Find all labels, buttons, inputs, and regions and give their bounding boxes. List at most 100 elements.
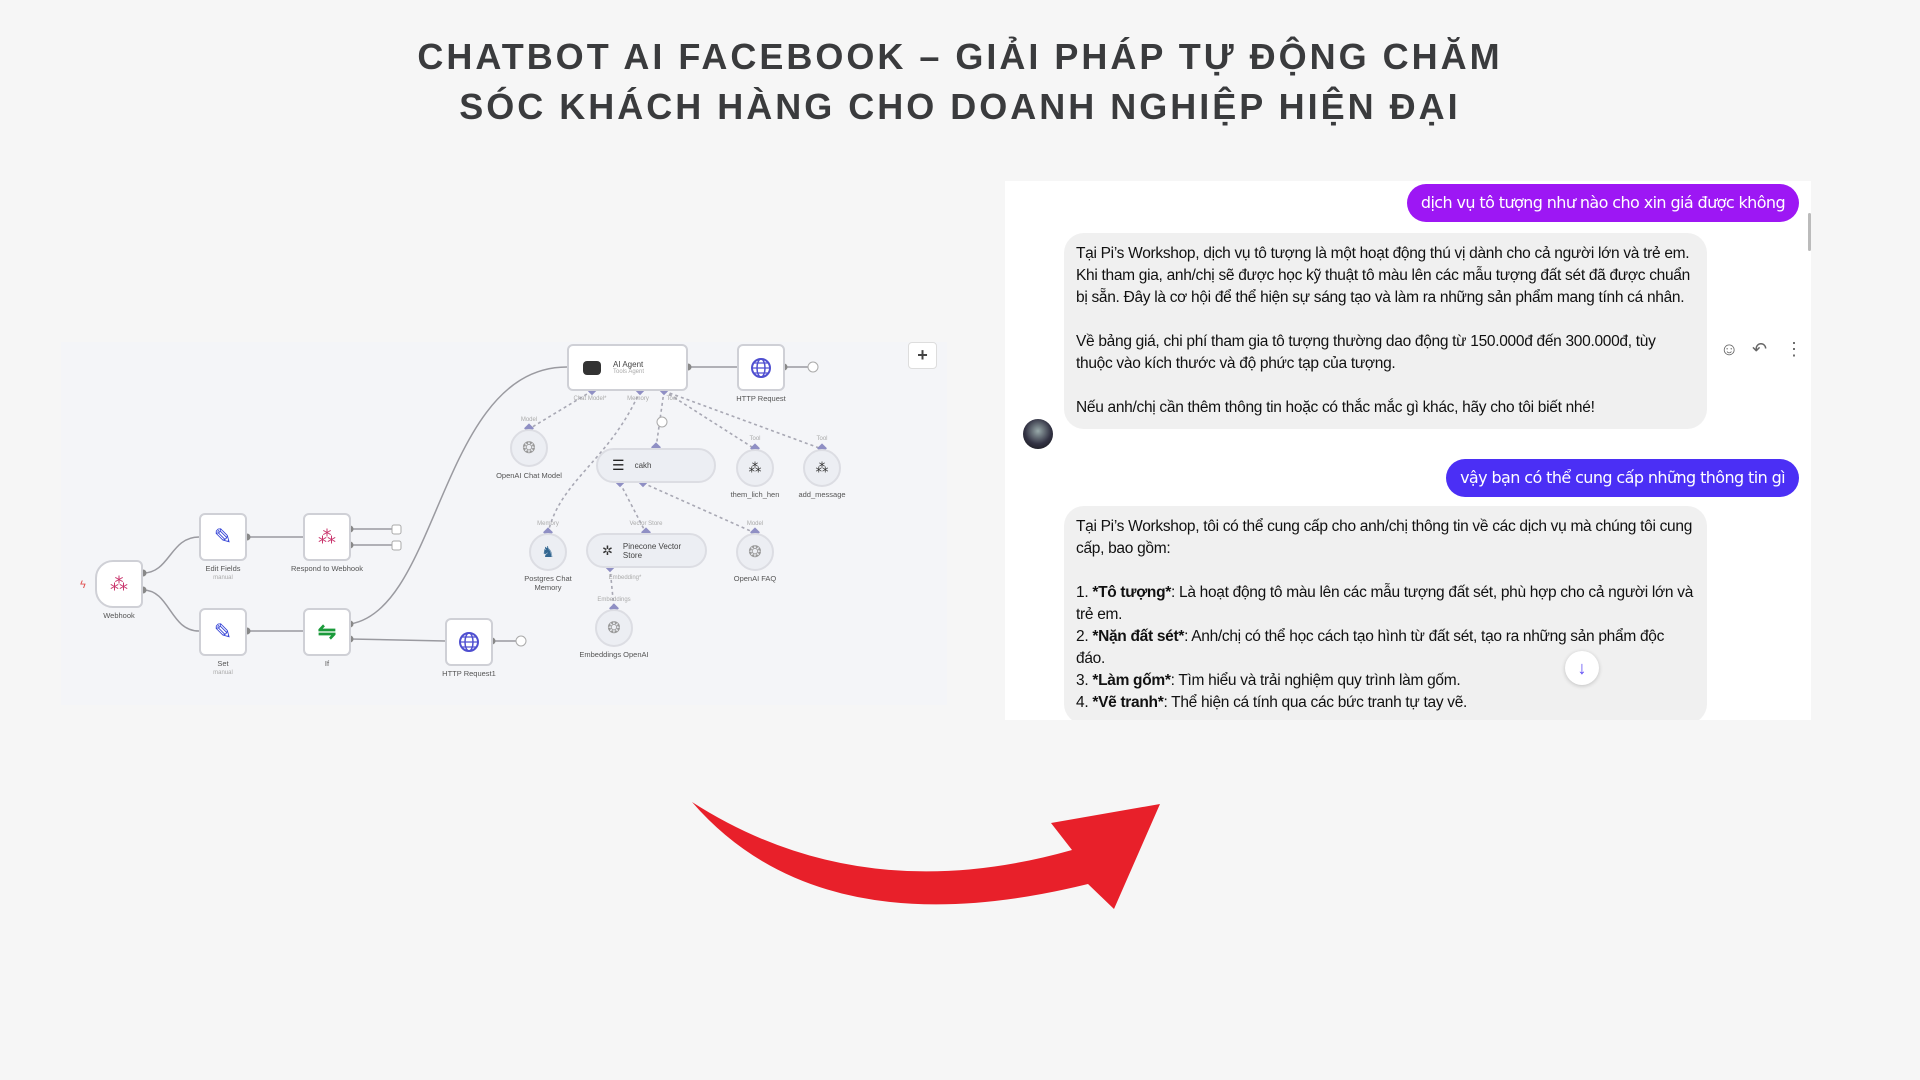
message-paragraph: Về bảng giá, chi phí tham gia tô tượng t… xyxy=(1076,333,1656,372)
scroll-down-button[interactable]: ↓ xyxy=(1565,651,1599,685)
headline-line-1: CHATBOT AI FACEBOOK – GIẢI PHÁP TỰ ĐỘNG … xyxy=(417,36,1503,77)
edge xyxy=(142,589,200,632)
node-label: cakh xyxy=(634,461,652,470)
openai-icon: ❂ xyxy=(522,440,536,457)
workflow-icon: ⁂ xyxy=(815,460,829,475)
dashed-edge xyxy=(547,390,641,534)
node-set[interactable]: ✎ xyxy=(199,608,247,656)
node-label: OpenAI Chat Model xyxy=(496,471,562,480)
edge xyxy=(349,366,568,625)
port-label: Chat Model* xyxy=(573,396,607,402)
node-openai-chat-model[interactable]: ❂ xyxy=(510,429,548,467)
globe-icon xyxy=(751,357,771,378)
pencil-icon: ✎ xyxy=(213,524,233,549)
node-label: Postgres Chat Memory xyxy=(524,574,572,592)
node-pinecone-vector-store[interactable]: ✲ Pinecone Vector Store xyxy=(586,533,707,568)
openai-icon: ❂ xyxy=(607,620,621,637)
node-webhook[interactable]: ⁂ xyxy=(95,560,143,608)
node-cakh[interactable]: ☰ cakh xyxy=(596,448,716,483)
dashed-edge xyxy=(609,567,615,610)
dashed-edge xyxy=(642,482,756,534)
pinecone-icon: ✲ xyxy=(602,542,613,558)
workflow-icon: ⁂ xyxy=(748,460,762,475)
node-label: Webhook xyxy=(103,611,135,620)
emoji-icon[interactable]: ☺ xyxy=(1720,339,1739,359)
globe-icon xyxy=(459,632,479,652)
node-http-request[interactable] xyxy=(737,344,785,391)
port-label: Tool xyxy=(666,396,678,402)
port-label: Tool xyxy=(816,436,828,442)
port-label: Model xyxy=(746,521,764,527)
add-output-button xyxy=(391,524,402,535)
port-label: Embedding* xyxy=(608,575,642,581)
scrollbar[interactable] xyxy=(1808,213,1811,251)
trigger-icon: ϟ xyxy=(80,579,86,591)
port-label: Vector Store xyxy=(629,521,663,527)
headline-line-2: SÓC KHÁCH HÀNG CHO DOANH NGHIỆP HIỆN ĐẠI xyxy=(459,86,1461,127)
list-item: 1. *Tô tượng*: Là hoạt động tô màu lên c… xyxy=(1076,584,1694,623)
node-label: AI Agent xyxy=(613,360,644,369)
node-label: Embeddings OpenAI xyxy=(579,650,649,659)
more-icon[interactable]: ⋮ xyxy=(1785,339,1803,359)
postgres-icon: ♞ xyxy=(541,544,555,561)
list-item: 3. *Làm gốm*: Tìm hiểu và trải nghiệm qu… xyxy=(1076,672,1461,689)
list-item: 4. *Vẽ tranh*: Thể hiện cá tính qua các … xyxy=(1076,694,1468,711)
node-label: HTTP Request1 xyxy=(442,669,496,678)
dashed-edge xyxy=(528,390,593,430)
webhook-icon: ⁂ xyxy=(318,526,336,547)
robot-icon xyxy=(583,360,601,375)
add-output-button xyxy=(391,540,402,551)
port-label: Tool xyxy=(749,436,761,442)
node-if[interactable]: ⇋ xyxy=(303,608,351,656)
node-postgres-chat-memory[interactable]: ♞ xyxy=(529,533,567,571)
node-label: Edit Fields xyxy=(205,564,241,573)
edge xyxy=(349,638,446,642)
arrow-icon xyxy=(692,802,1160,909)
node-label: Set xyxy=(217,659,229,668)
node-sub: manual xyxy=(213,575,233,581)
openai-icon: ❂ xyxy=(748,544,762,561)
arrow-down-icon: ↓ xyxy=(1577,657,1587,678)
webhook-icon: ⁂ xyxy=(110,573,128,594)
node-them-lich-hen[interactable]: ⁂ xyxy=(736,449,774,487)
bot-avatar xyxy=(1023,419,1053,449)
pencil-icon: ✎ xyxy=(213,619,233,644)
node-embeddings-openai[interactable]: ❂ xyxy=(595,609,633,647)
message-paragraph: Tại Pi’s Workshop, dịch vụ tô tượng là m… xyxy=(1076,245,1690,306)
database-icon: ☰ xyxy=(612,457,625,473)
node-label: Respond to Webhook xyxy=(291,564,363,573)
node-label: If xyxy=(324,659,330,668)
add-output-button xyxy=(515,635,527,647)
dashed-edge xyxy=(663,390,823,450)
reply-icon[interactable]: ↶ xyxy=(1752,339,1768,359)
user-message: dịch vụ tô tượng như nào cho xin giá đượ… xyxy=(1406,184,1799,222)
add-node-button[interactable]: + xyxy=(908,342,937,369)
node-openai-faq[interactable]: ❂ xyxy=(736,533,774,571)
user-message: vậy bạn có thể cung cấp những thông tin … xyxy=(1446,459,1799,497)
node-respond-to-webhook[interactable]: ⁂ xyxy=(303,513,351,561)
port-label: Embeddings xyxy=(597,597,631,603)
node-add-message[interactable]: ⁂ xyxy=(803,449,841,487)
chat-panel: dịch vụ tô tượng như nào cho xin giá đượ… xyxy=(1005,181,1811,720)
signpost-icon: ⇋ xyxy=(317,619,337,644)
node-label: HTTP Request xyxy=(736,394,786,403)
node-sub: Tools Agent xyxy=(613,369,645,375)
node-http-request1[interactable] xyxy=(445,618,493,666)
port-label: Memory xyxy=(537,521,559,527)
port-label: Memory xyxy=(627,396,649,402)
port-label: Model xyxy=(520,417,538,423)
bot-message: Tại Pi’s Workshop, tôi có thể cung cấp c… xyxy=(1064,506,1707,720)
node-ai-agent[interactable]: AI Agent Tools Agent xyxy=(567,344,688,391)
node-label: Pinecone Vector Store xyxy=(622,541,682,560)
node-label: OpenAI FAQ xyxy=(733,574,777,583)
message-paragraph: Tại Pi’s Workshop, tôi có thể cung cấp c… xyxy=(1076,518,1693,557)
bot-message: Tại Pi’s Workshop, dịch vụ tô tượng là m… xyxy=(1064,233,1707,429)
message-paragraph: Nếu anh/chị cần thêm thông tin hoặc có t… xyxy=(1076,399,1595,416)
node-sub: manual xyxy=(213,670,233,676)
list-item: 2. *Nặn đất sét*: Anh/chị có thể học các… xyxy=(1076,628,1665,667)
node-label: add_message xyxy=(798,490,846,499)
node-edit-fields[interactable]: ✎ xyxy=(199,513,247,561)
add-tool-button xyxy=(656,416,668,428)
